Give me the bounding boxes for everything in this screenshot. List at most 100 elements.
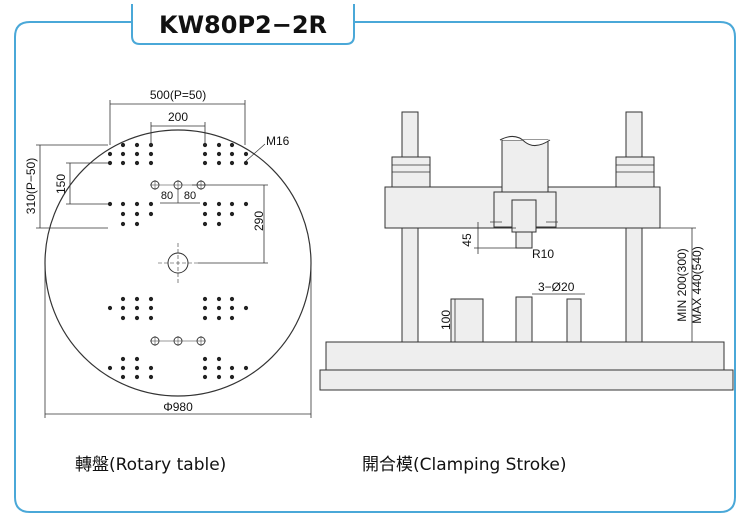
dim-100-label: 100 <box>439 310 453 330</box>
piston-rod <box>511 199 537 233</box>
post-mid <box>515 296 533 343</box>
bolt-hole <box>148 374 154 380</box>
dim-diameter-label: Φ980 <box>163 400 193 414</box>
bolt-hole <box>216 356 222 362</box>
post-right <box>566 298 582 343</box>
bolt-hole <box>134 305 140 311</box>
bolt-hole <box>229 211 235 217</box>
clamp-caption: 開合模(Clamping Stroke) <box>362 455 567 475</box>
bolt-hole <box>229 365 235 371</box>
bolt-hole <box>120 356 126 362</box>
bolt-hole <box>243 201 249 207</box>
rotary-caption: 轉盤(Rotary table) <box>75 455 226 475</box>
bolt-hole <box>148 365 154 371</box>
bolt-hole <box>243 365 249 371</box>
bolt-hole <box>243 160 249 166</box>
bolt-hole <box>107 365 113 371</box>
bolt-hole <box>216 221 222 227</box>
bolt-hole <box>216 151 222 157</box>
dim-80-left-label: 80 <box>161 190 173 202</box>
right-pillar <box>625 227 643 343</box>
outer-frame <box>14 21 736 513</box>
dim-290-label: 290 <box>252 211 266 231</box>
dim-stroke <box>642 227 696 343</box>
dim-200-label: 200 <box>168 110 188 124</box>
collar-rings <box>392 164 654 223</box>
bolt-hole <box>134 296 140 302</box>
bolt-hole <box>216 211 222 217</box>
bolt-hole <box>120 221 126 227</box>
bolt-hole <box>202 365 208 371</box>
cylinder-break-line <box>499 136 551 146</box>
dim-min-label: MIN 200(300) <box>675 248 689 321</box>
dim-80-80 <box>160 189 200 204</box>
dim-m16-label: M16 <box>266 134 290 148</box>
bolt-hole <box>229 374 235 380</box>
bolt-hole <box>243 305 249 311</box>
dim-500 <box>109 100 246 145</box>
dim-500-label: 500(P=50) <box>150 88 206 102</box>
bolt-hole <box>107 305 113 311</box>
bolt-hole <box>202 374 208 380</box>
bolt-hole <box>120 201 126 207</box>
bolt-hole <box>134 221 140 227</box>
bolt-hole <box>148 160 154 166</box>
bolt-hole <box>202 296 208 302</box>
dim-290 <box>192 184 268 264</box>
bolt-hole <box>216 305 222 311</box>
bolt-hole <box>202 221 208 227</box>
bolt-hole <box>202 315 208 321</box>
clamping-drawing <box>319 111 734 391</box>
post-left <box>450 298 484 343</box>
bolt-hole <box>134 356 140 362</box>
bolt-hole <box>202 211 208 217</box>
bolt-hole <box>229 142 235 148</box>
bolt-hole <box>229 201 235 207</box>
bolt-hole <box>229 296 235 302</box>
dim-150-label: 150 <box>54 174 68 194</box>
bolt-hole <box>229 160 235 166</box>
bolt-hole <box>120 374 126 380</box>
right-top-rod <box>625 111 643 158</box>
bolt-hole <box>148 296 154 302</box>
dim-holes-label: 3−Ø20 <box>538 280 575 294</box>
model-title: KW80P2−2R <box>159 11 327 39</box>
bolt-hole <box>229 315 235 321</box>
dim-r10-label: R10 <box>532 247 554 261</box>
bolt-hole <box>120 142 126 148</box>
bolt-hole <box>134 160 140 166</box>
bolt-hole <box>216 365 222 371</box>
bolt-hole <box>134 151 140 157</box>
bolt-hole <box>120 296 126 302</box>
bolt-hole <box>202 160 208 166</box>
bolt-hole <box>148 211 154 217</box>
bolt-hole <box>202 151 208 157</box>
bolt-hole-pattern <box>107 142 249 380</box>
bolt-hole <box>120 365 126 371</box>
bolt-hole <box>134 201 140 207</box>
bolt-hole <box>120 211 126 217</box>
dim-max-label: MAX 440(540) <box>690 246 704 323</box>
bolt-hole <box>134 315 140 321</box>
bolt-hole <box>107 151 113 157</box>
bolt-hole <box>148 315 154 321</box>
left-top-rod <box>401 111 419 158</box>
bolt-hole <box>216 374 222 380</box>
bolt-hole <box>148 151 154 157</box>
bolt-hole <box>216 315 222 321</box>
cylinder-body <box>501 139 549 193</box>
dim-310-label: 310(P−50) <box>24 158 38 214</box>
bolt-hole <box>148 201 154 207</box>
bolt-hole <box>229 305 235 311</box>
bolt-hole <box>120 151 126 157</box>
base-plate-lower <box>319 369 734 391</box>
bolt-hole <box>216 142 222 148</box>
bolt-hole <box>216 296 222 302</box>
dim-80-right-label: 80 <box>184 190 196 202</box>
bolt-hole <box>229 151 235 157</box>
bolt-hole <box>120 315 126 321</box>
dim-150 <box>66 162 108 205</box>
bolt-hole <box>216 160 222 166</box>
bolt-hole <box>134 365 140 371</box>
